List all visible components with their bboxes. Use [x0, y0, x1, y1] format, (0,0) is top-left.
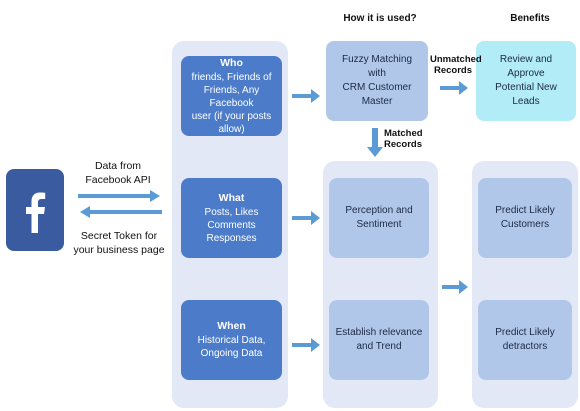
what-to-perception-arrow — [292, 211, 320, 225]
who-to-matching-arrow — [292, 89, 320, 103]
unmatched-records-label: Unmatched Records — [430, 54, 482, 76]
matching-to-review-arrow — [440, 81, 468, 95]
perception-sentiment-box: Perception and Sentiment — [329, 178, 429, 258]
review-approve-box: Review and Approve Potential New Leads — [476, 41, 576, 121]
when-to-relevance-arrow — [292, 338, 320, 352]
analysis-to-benefits-arrow — [442, 280, 468, 294]
relevance-trend-box: Establish relevance and Trend — [329, 300, 429, 380]
data-from-api-label: Data from Facebook API — [85, 160, 151, 186]
predict-detractors-box: Predict Likely detractors — [478, 300, 572, 380]
when-box: When Historical Data, Ongoing Data — [181, 300, 282, 380]
secret-token-arrow — [80, 206, 162, 218]
matched-records-label: Matched Records — [384, 128, 423, 150]
what-box: What Posts, Likes Comments Responses — [181, 178, 282, 258]
secret-token-label: Secret Token for your business page — [73, 230, 165, 256]
header-benefits: Benefits — [510, 13, 550, 24]
facebook-icon — [6, 169, 64, 251]
predict-customers-box: Predict Likely Customers — [478, 178, 572, 258]
matched-down-arrow — [367, 128, 383, 157]
who-box: Who friends, Friends of Friends, Any Fac… — [181, 56, 282, 136]
header-how-it-is-used: How it is used? — [343, 13, 417, 24]
api-data-arrow — [78, 190, 160, 202]
fuzzy-matching-box: Fuzzy Matching with CRM Customer Master — [326, 41, 428, 121]
